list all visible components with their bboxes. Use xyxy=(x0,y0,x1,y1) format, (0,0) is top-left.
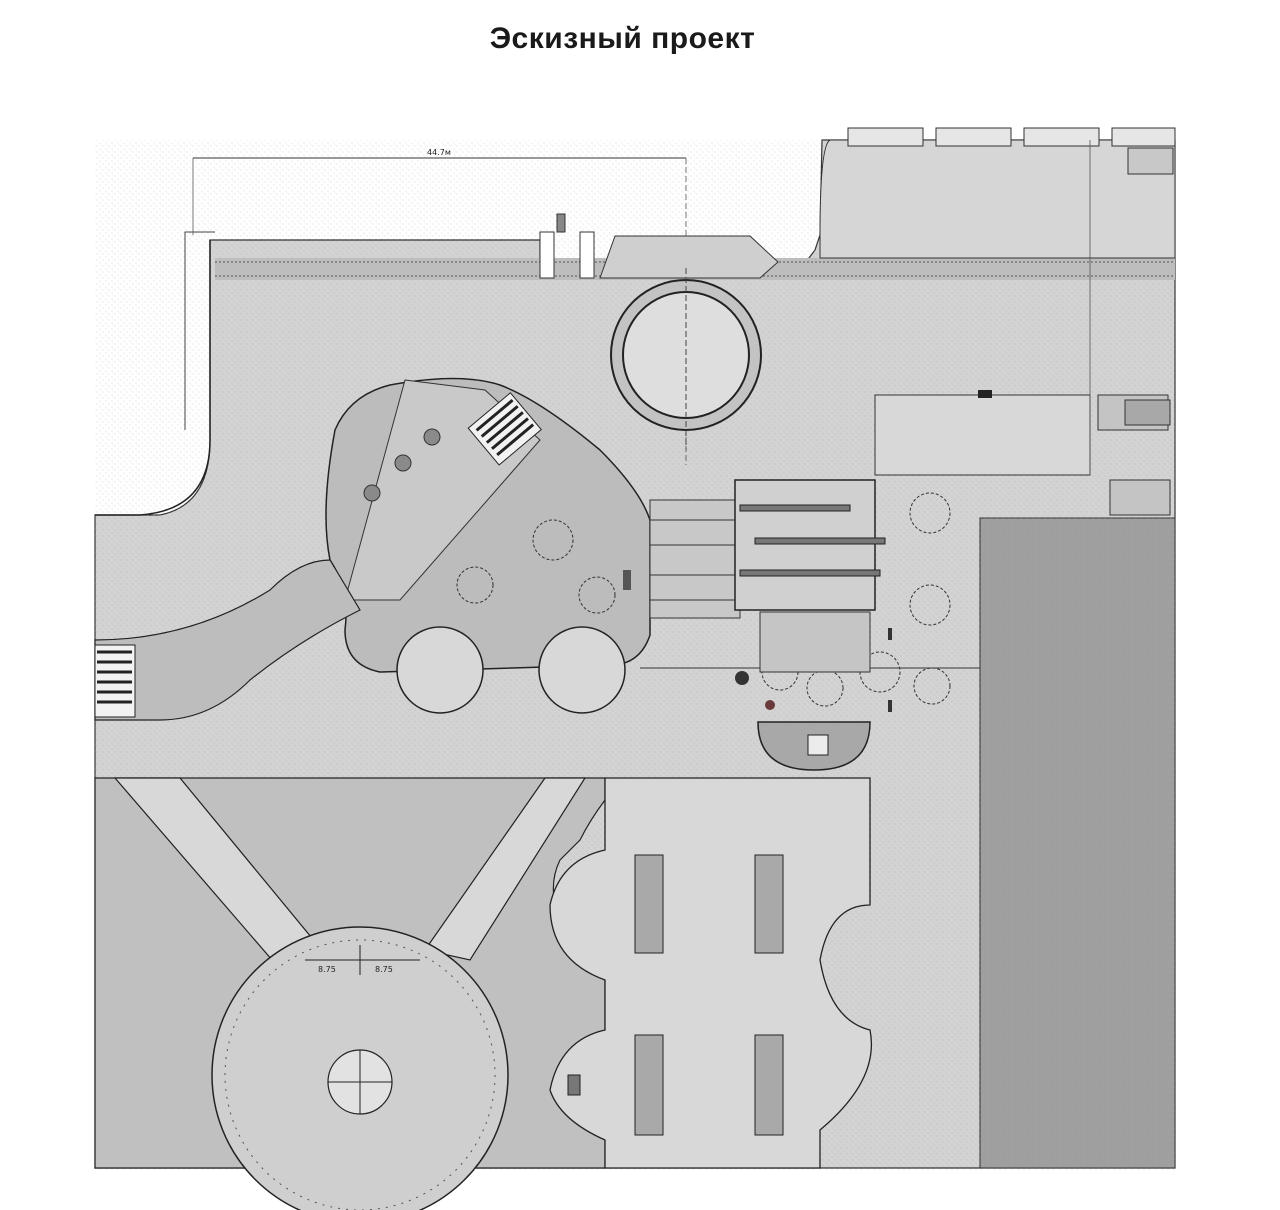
striped-crossing xyxy=(467,392,542,466)
leaf-plaza xyxy=(325,377,651,673)
amphitheatre-dim-left: 8.75 xyxy=(318,965,336,974)
pergola xyxy=(623,479,1127,710)
amphitheatre-dim-right: 8.75 xyxy=(375,965,393,974)
semicircle-feature xyxy=(757,721,871,771)
page-title: Эскизный проект xyxy=(489,22,756,55)
top-dimension-label: 44.7м xyxy=(427,148,451,157)
striped-crossing-left xyxy=(94,644,136,718)
left-boundary xyxy=(95,231,215,516)
building-block xyxy=(874,140,1171,516)
roundabout xyxy=(610,268,762,450)
diagonal-path xyxy=(94,559,361,721)
planter-block xyxy=(759,611,892,712)
amphitheatre: 8.75 8.75 xyxy=(211,926,509,1210)
right-lawn xyxy=(979,517,1176,1169)
scalloped-walkway xyxy=(549,777,873,1169)
entry-posts xyxy=(539,213,779,279)
round-planters xyxy=(396,626,626,714)
parking-top xyxy=(819,127,1176,259)
